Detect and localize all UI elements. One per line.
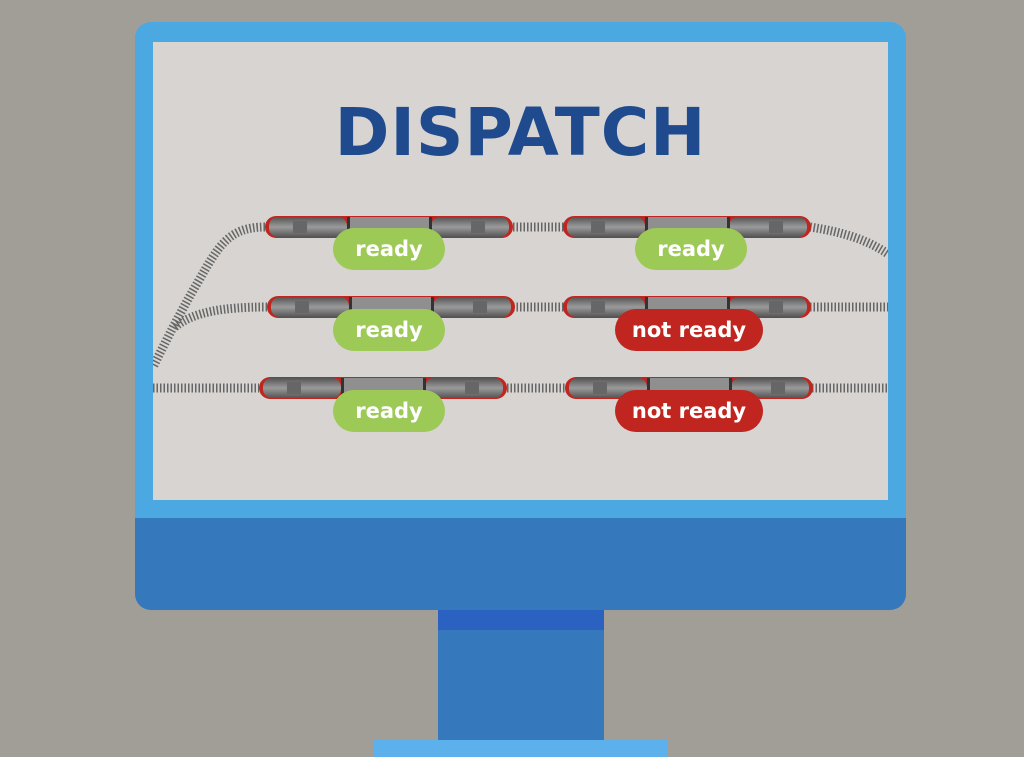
status-badge-ready: ready xyxy=(333,228,445,270)
rail-yard xyxy=(153,216,888,399)
tracks xyxy=(153,222,888,393)
monitor-chin xyxy=(135,518,906,610)
train[interactable] xyxy=(563,216,811,238)
train[interactable] xyxy=(265,216,513,238)
page-title: DISPATCH xyxy=(334,94,707,171)
monitor-stand-neck xyxy=(438,610,604,742)
status-badge-ready: ready xyxy=(333,390,445,432)
status-badge-not-ready: not ready xyxy=(615,390,763,432)
status-badge-ready: ready xyxy=(635,228,747,270)
status-badge-ready: ready xyxy=(333,309,445,351)
train[interactable] xyxy=(259,377,507,399)
status-badge-not-ready: not ready xyxy=(615,309,763,351)
monitor-stand-band xyxy=(438,610,604,630)
dispatch-screen: DISPATCH xyxy=(153,42,888,500)
monitor-stand-base xyxy=(373,740,668,757)
train[interactable] xyxy=(267,296,515,318)
